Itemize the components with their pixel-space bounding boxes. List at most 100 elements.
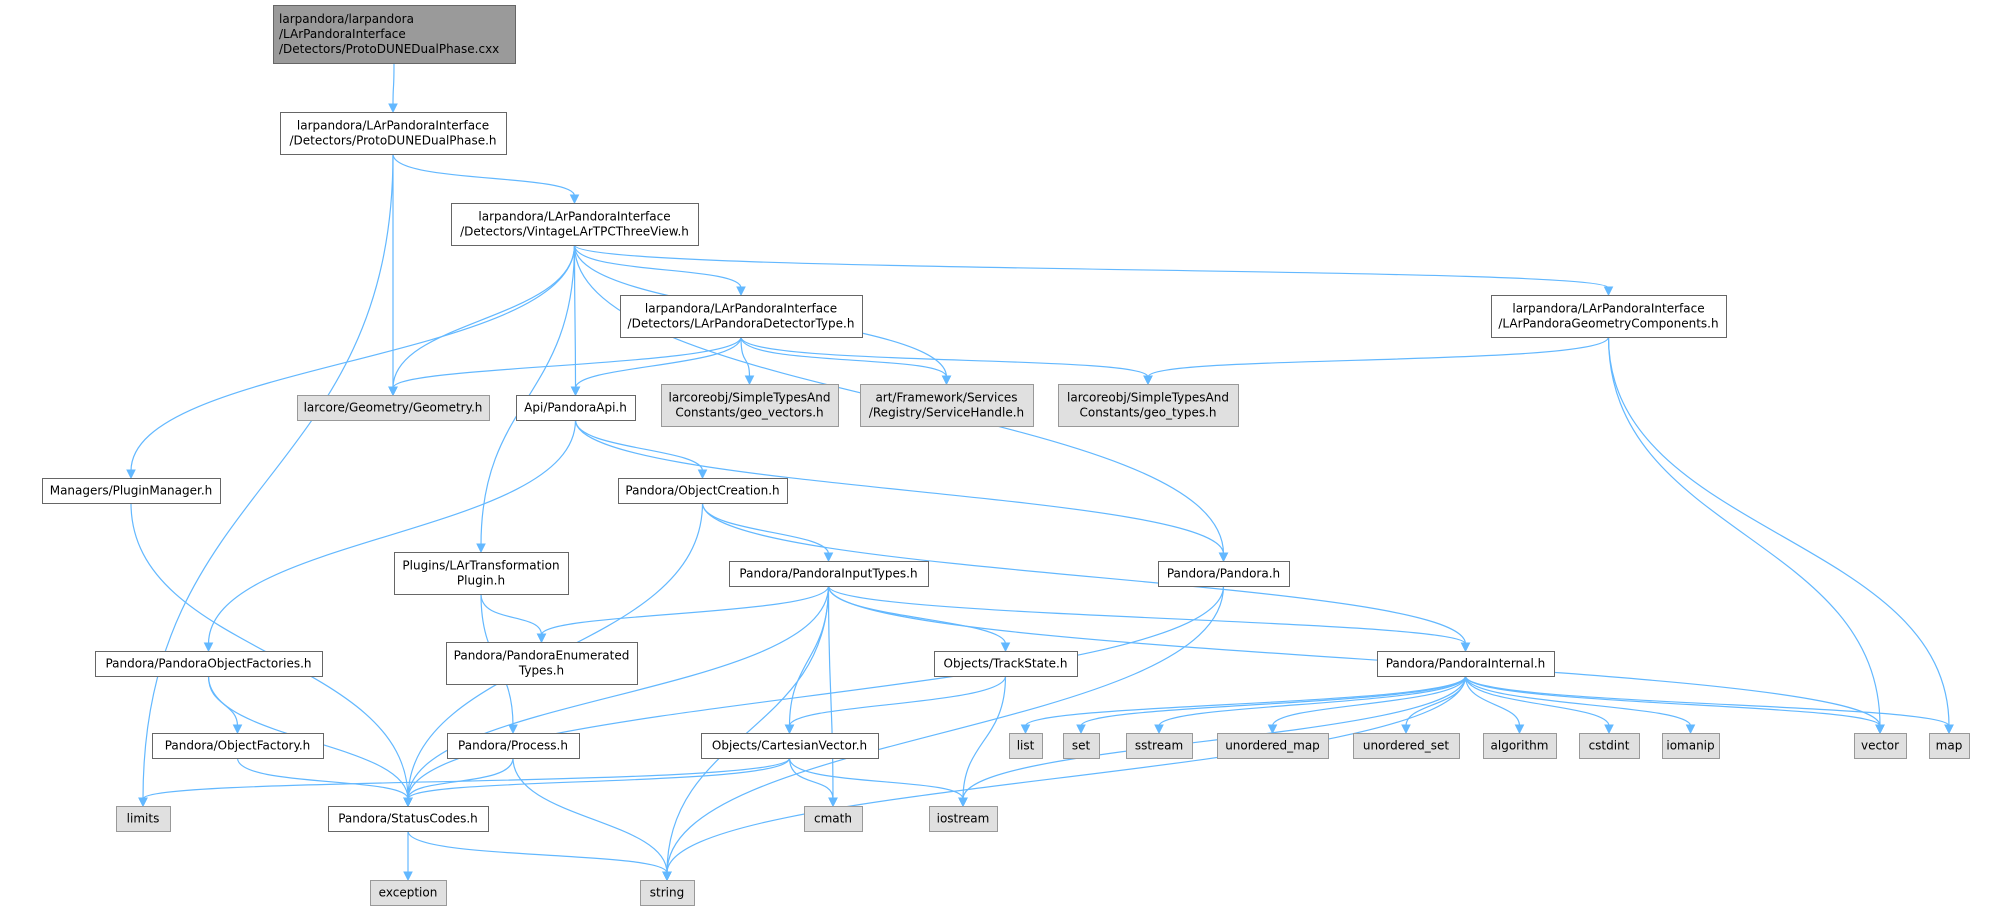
edge-arrowhead bbox=[662, 871, 672, 882]
node-map[interactable]: map bbox=[1929, 733, 1970, 759]
node-geometry[interactable]: larcore/Geometry/Geometry.h bbox=[297, 395, 490, 421]
node-limits[interactable]: limits bbox=[116, 806, 171, 832]
edge-arrowhead bbox=[388, 103, 398, 114]
node-box bbox=[1929, 733, 1970, 759]
node-box bbox=[661, 384, 839, 427]
edge-cartesian-to-iostream bbox=[788, 757, 968, 808]
node-box bbox=[640, 880, 695, 906]
node-box bbox=[394, 552, 569, 595]
node-box bbox=[1126, 733, 1193, 759]
node-box bbox=[618, 478, 788, 504]
node-cstdint[interactable]: cstdint bbox=[1579, 733, 1640, 759]
edge-internal-to-iostream bbox=[958, 675, 1467, 808]
edge-inputtypes-to-enumtypes bbox=[536, 585, 830, 644]
edge-arrowhead bbox=[1076, 724, 1086, 735]
node-label: unordered_set bbox=[1363, 739, 1450, 753]
node-box bbox=[1579, 733, 1640, 759]
node-cmath[interactable]: cmath bbox=[804, 806, 863, 832]
node-box bbox=[152, 733, 324, 759]
node-label: /Detectors/ProtoDUNEDualPhase.h bbox=[289, 134, 496, 148]
node-exception[interactable]: exception bbox=[370, 880, 447, 906]
node-algorithm[interactable]: algorithm bbox=[1483, 733, 1557, 759]
node-objfactory[interactable]: Pandora/ObjectFactory.h bbox=[152, 733, 324, 759]
edge-pandoraapi-to-pandora bbox=[574, 419, 1229, 563]
node-uset[interactable]: unordered_set bbox=[1353, 733, 1460, 759]
edge-dettype-to-svchandle bbox=[740, 336, 952, 386]
node-sstream[interactable]: sstream bbox=[1126, 733, 1193, 759]
edge-geomcomp-to-map bbox=[1607, 336, 1954, 735]
node-geotypes[interactable]: larcoreobj/SimpleTypesAndConstants/geo_t… bbox=[1058, 384, 1239, 427]
node-pluginmgr[interactable]: Managers/PluginManager.h bbox=[42, 478, 221, 504]
node-list[interactable]: list bbox=[1009, 733, 1043, 759]
node-box bbox=[451, 203, 699, 246]
node-label: algorithm bbox=[1491, 739, 1549, 753]
node-label: larcoreobj/SimpleTypesAnd bbox=[1067, 391, 1229, 405]
node-label: Api/PandoraApi.h bbox=[524, 401, 627, 415]
edge-arrowhead bbox=[203, 642, 214, 653]
node-iostream[interactable]: iostream bbox=[929, 806, 998, 832]
node-label: larcore/Geometry/Geometry.h bbox=[304, 401, 483, 415]
node-box bbox=[447, 733, 580, 759]
node-box bbox=[116, 806, 171, 832]
edge-cartesian-to-statuscodes bbox=[403, 757, 791, 808]
node-set[interactable]: set bbox=[1063, 733, 1100, 759]
node-dettype[interactable]: larpandora/LArPandoraInterface/Detectors… bbox=[620, 295, 863, 338]
node-objcreation[interactable]: Pandora/ObjectCreation.h bbox=[618, 478, 788, 504]
node-label: Plugins/LArTransformation bbox=[402, 559, 559, 573]
node-label: /Registry/ServiceHandle.h bbox=[869, 406, 1024, 420]
node-geomcomp[interactable]: larpandora/LArPandoraInterface/LArPandor… bbox=[1491, 295, 1727, 338]
edge-arrowhead bbox=[941, 375, 952, 386]
node-vector[interactable]: vector bbox=[1854, 733, 1907, 759]
node-label: unordered_map bbox=[1225, 739, 1320, 753]
node-label: iostream bbox=[937, 812, 990, 826]
edge-arrowhead bbox=[1603, 286, 1614, 297]
node-pddp_h[interactable]: larpandora/LArPandoraInterface/Detectors… bbox=[280, 112, 507, 155]
edge-arrowhead bbox=[1604, 724, 1614, 735]
node-label: set bbox=[1072, 739, 1091, 753]
edge-internal-to-sstream bbox=[1154, 675, 1467, 735]
node-box bbox=[1377, 651, 1555, 677]
node-box bbox=[1158, 561, 1290, 587]
node-label: larpandora/LArPandoraInterface bbox=[1512, 302, 1704, 316]
node-geovec[interactable]: larcoreobj/SimpleTypesAndConstants/geo_v… bbox=[661, 384, 839, 427]
node-trackstate[interactable]: Objects/TrackState.h bbox=[934, 651, 1078, 677]
edge-arrowhead bbox=[1020, 724, 1031, 735]
node-label: art/Framework/Services bbox=[875, 391, 1017, 405]
node-iomanip[interactable]: iomanip bbox=[1662, 733, 1720, 759]
edge-arrowhead bbox=[1267, 724, 1278, 735]
edge-arrowhead bbox=[958, 797, 968, 808]
edge-arrowhead bbox=[1000, 642, 1011, 653]
node-label: Constants/geo_vectors.h bbox=[675, 406, 823, 420]
node-statuscodes[interactable]: Pandora/StatusCodes.h bbox=[328, 806, 489, 832]
node-box bbox=[95, 651, 323, 677]
node-label: Pandora/ObjectFactory.h bbox=[165, 739, 311, 753]
node-pandoraapi[interactable]: Api/PandoraApi.h bbox=[516, 395, 636, 421]
node-root[interactable]: larpandora/larpandora/LArPandoraInterfac… bbox=[273, 5, 516, 64]
node-label: list bbox=[1017, 739, 1035, 753]
node-process[interactable]: Pandora/Process.h bbox=[447, 733, 580, 759]
edge-dettype-to-geometry bbox=[388, 336, 742, 397]
edge-arrowhead bbox=[403, 797, 413, 808]
edge-arrowhead bbox=[1685, 724, 1696, 735]
node-string[interactable]: string bbox=[640, 880, 695, 906]
node-umap[interactable]: unordered_map bbox=[1217, 733, 1329, 759]
node-svchandle[interactable]: art/Framework/Services/Registry/ServiceH… bbox=[860, 384, 1034, 427]
edge-vintage-to-geometry bbox=[388, 244, 576, 397]
edge-arrowhead bbox=[1154, 724, 1164, 735]
edge-arrowhead bbox=[1944, 724, 1954, 735]
node-box bbox=[1483, 733, 1557, 759]
node-label: Pandora/PandoraInternal.h bbox=[1386, 657, 1546, 671]
node-label: vector bbox=[1861, 739, 1899, 753]
node-inputtypes[interactable]: Pandora/PandoraInputTypes.h bbox=[729, 561, 929, 587]
edge-inputtypes-to-cmath bbox=[827, 585, 838, 808]
edge-arrowhead bbox=[138, 797, 148, 808]
node-objfactories[interactable]: Pandora/PandoraObjectFactories.h bbox=[95, 651, 323, 677]
node-cartesian[interactable]: Objects/CartesianVector.h bbox=[701, 733, 879, 759]
node-vintage[interactable]: larpandora/LArPandoraInterface/Detectors… bbox=[451, 203, 699, 246]
node-pandora[interactable]: Pandora/Pandora.h bbox=[1158, 561, 1290, 587]
node-internal[interactable]: Pandora/PandoraInternal.h bbox=[1377, 651, 1555, 677]
node-label: larpandora/LArPandoraInterface bbox=[645, 302, 837, 316]
